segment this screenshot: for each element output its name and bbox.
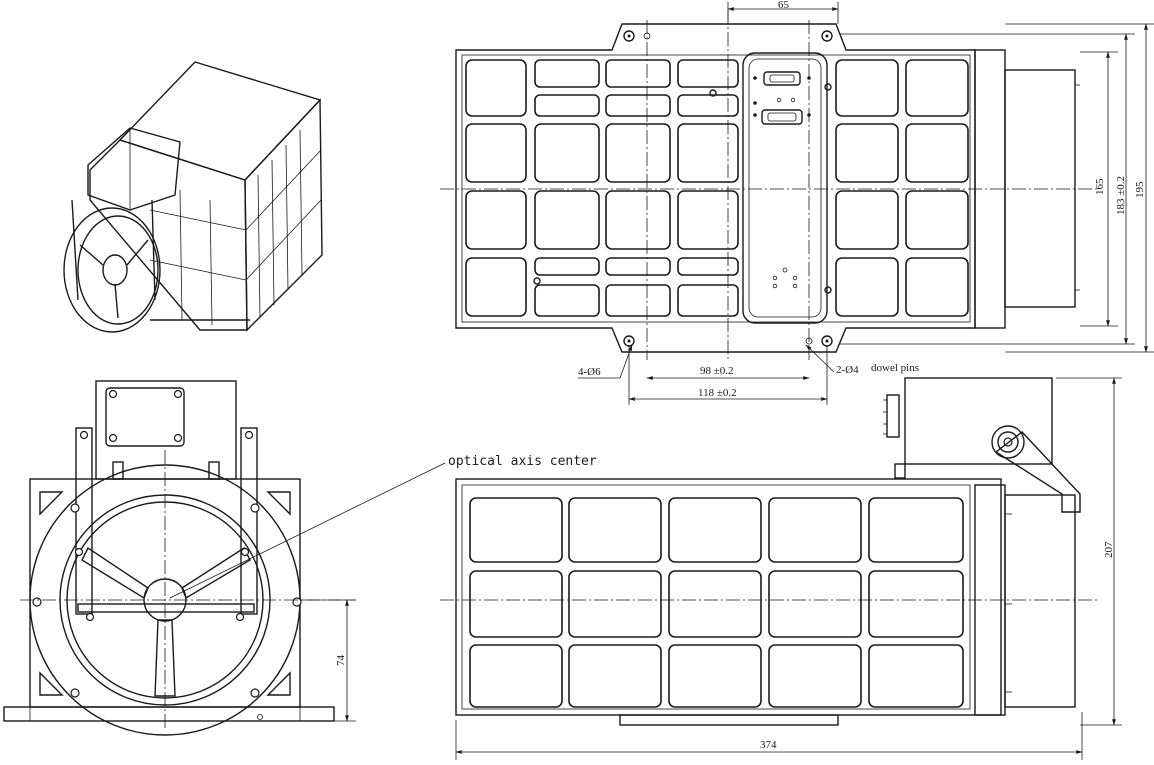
side-view: 207 374	[440, 377, 1122, 760]
dim-374: 374	[760, 739, 777, 751]
dim-165: 165	[1094, 178, 1106, 195]
dim-65: 65	[778, 0, 790, 11]
label-optical-axis-center: optical axis center	[448, 454, 597, 469]
label-holes-4: 4-Ø6	[578, 366, 601, 378]
dim-195: 195	[1134, 181, 1146, 198]
dim-183: 183 ±0.2	[1115, 176, 1127, 215]
plan-grid-cells	[465, 59, 969, 317]
front-view: 74 optical axis center	[3, 380, 597, 736]
top-plan-view	[440, 10, 1100, 360]
dim-98: 98 ±0.2	[700, 365, 734, 377]
side-grid-cells	[469, 497, 964, 708]
label-pins-2: 2-Ø4	[836, 364, 859, 376]
dim-118: 118 ±0.2	[698, 387, 737, 399]
isometric-view	[63, 61, 323, 333]
label-dowel-pins: dowel pins	[871, 362, 919, 374]
dim-74: 74	[335, 655, 347, 667]
plan-dimensions: 65 98 ±0.2 118 ±0.2 4-Ø6 2-Ø4 dowel pins…	[578, 0, 1154, 405]
connector-panel	[533, 52, 832, 324]
dim-207: 207	[1103, 541, 1115, 558]
